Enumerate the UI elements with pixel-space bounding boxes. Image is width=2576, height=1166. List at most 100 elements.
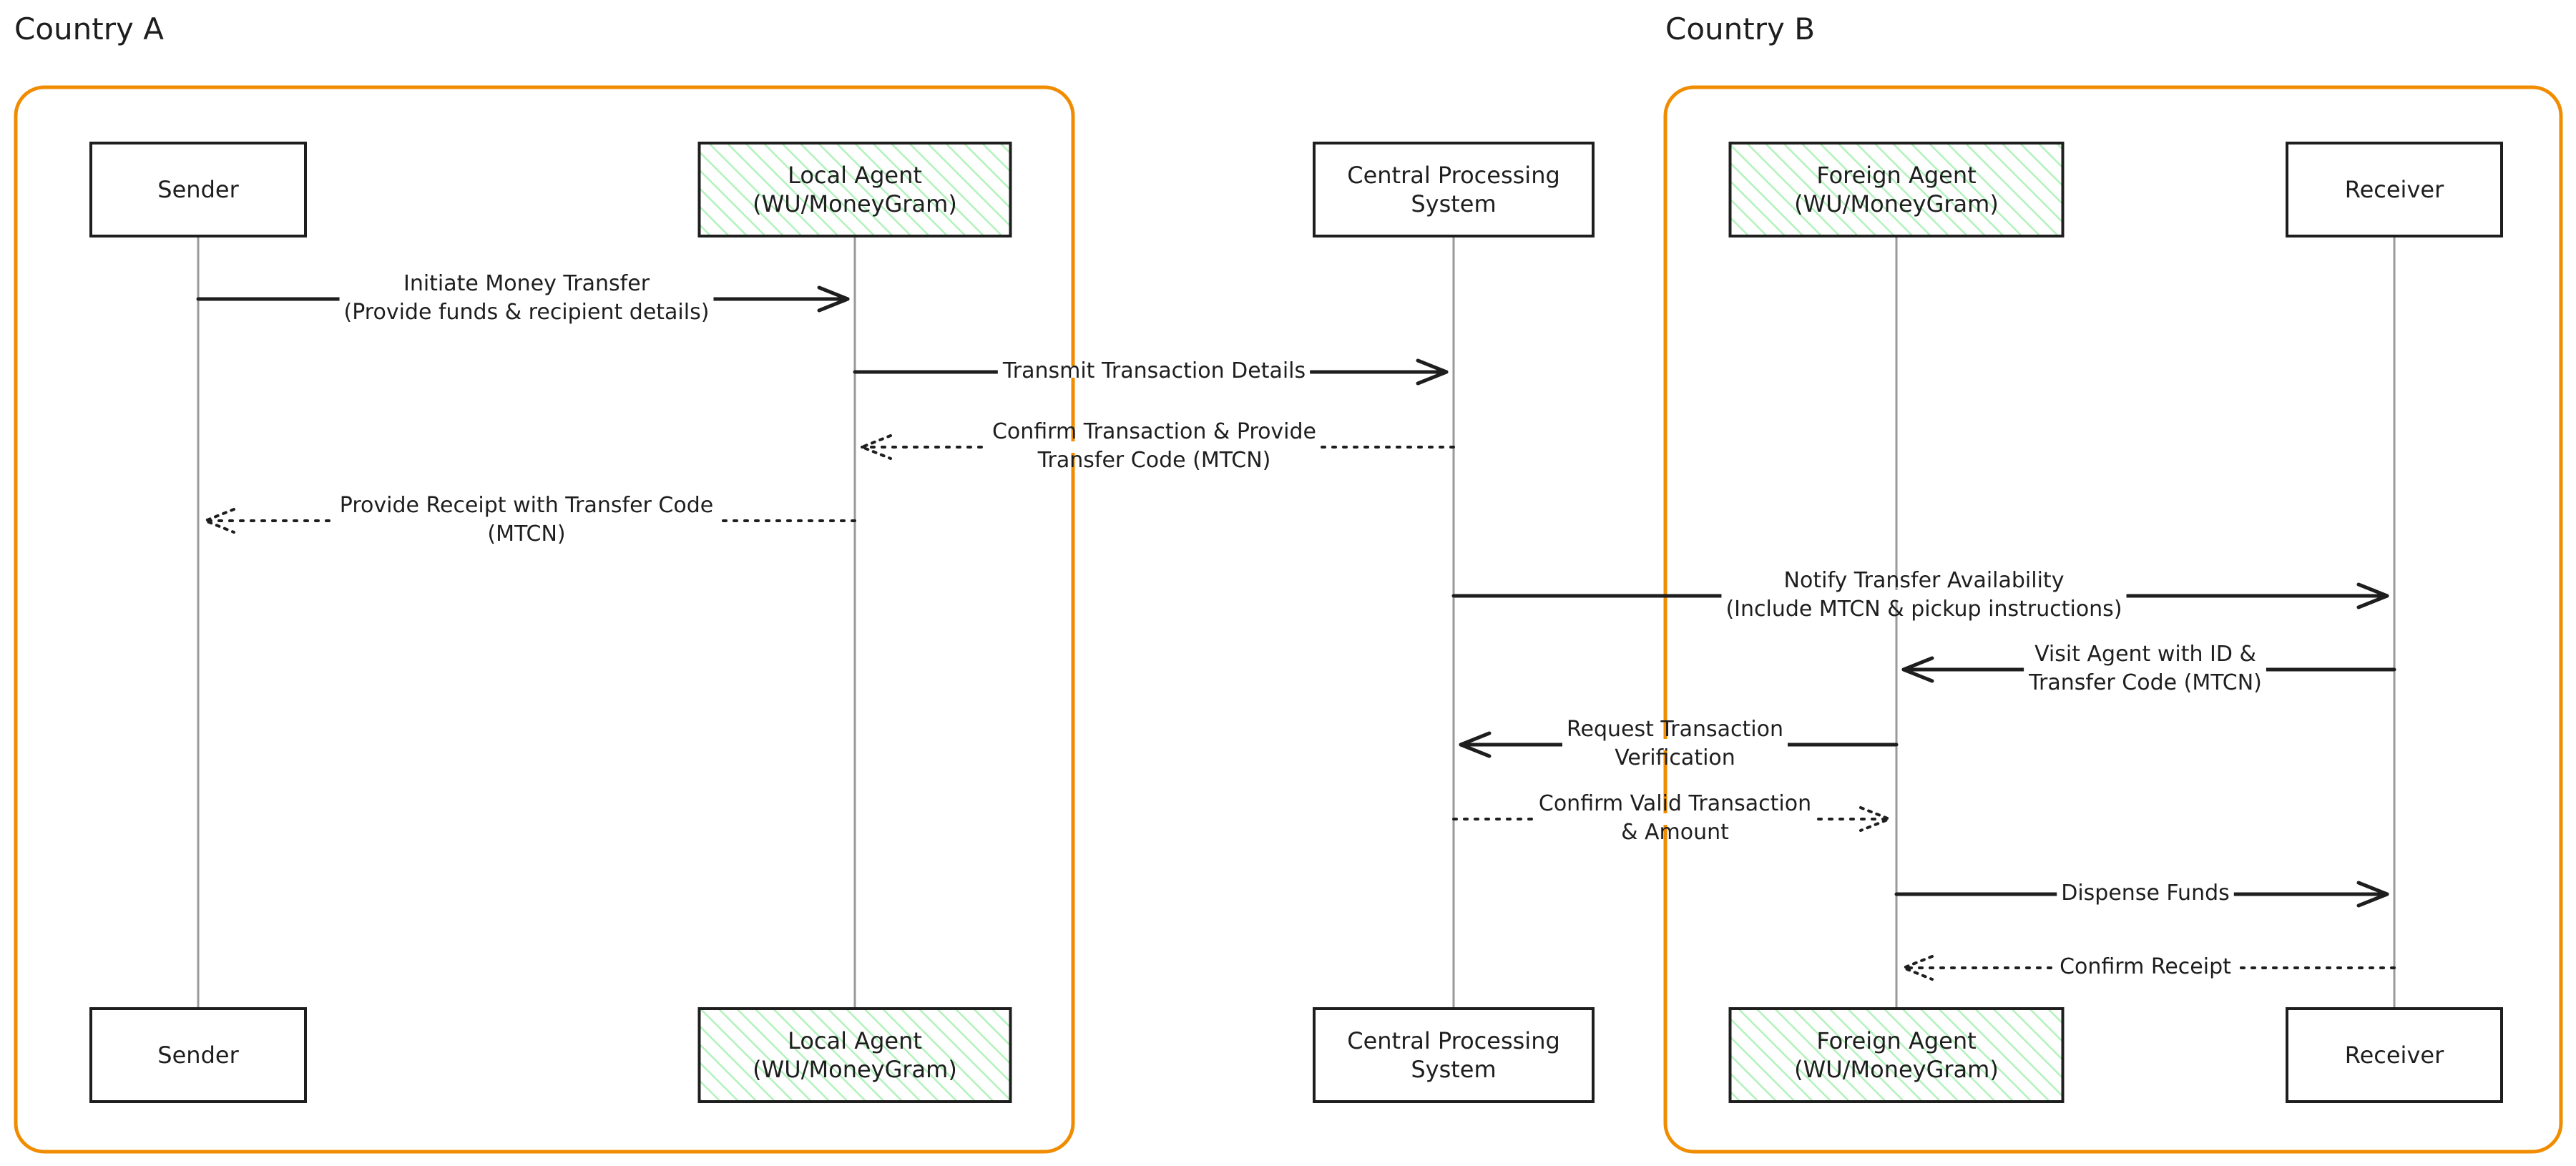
message-arrowhead [817,285,850,313]
message-arrowhead [1459,731,1492,758]
receiver-actor-label: Receiver [2345,176,2444,203]
foreign-agent-actor-label: Foreign Agent [1816,162,1976,189]
foreign-agent-actor-top: Foreign Agent(WU/MoneyGram) [1728,142,2065,237]
local-agent-actor-label: (WU/MoneyGram) [753,190,957,217]
message-label-line: (Provide funds & recipient details) [344,300,710,325]
message-1: Initiate Money Transfer (Provide funds & … [196,271,850,325]
message-label-backing [1562,739,1788,750]
message-arrowhead [1416,358,1449,386]
message-9: Dispense Funds [1894,881,2389,908]
country-a-region-label: Country A [14,11,164,46]
message-label: Initiate Money Transfer (Provide funds & … [339,271,714,325]
sender-actor-box [89,1007,307,1103]
message-arrowhead [2356,881,2389,908]
message-label-backing [335,515,718,526]
message-arrowhead [861,434,892,460]
message-label: Confirm Valid Transaction & Amount [1534,791,1816,845]
message-label-backing [2055,962,2236,974]
message-arrowhead [2356,582,2389,609]
message-label: Notify Transfer Availability (Include MTC… [1721,568,2127,622]
foreign-agent-actor-label: Foreign Agent [1816,1027,1976,1054]
receiver-actor-box [2286,142,2503,237]
message-4: Provide Receipt with Transfer Code (MTCN) [204,493,856,547]
message-label-line: (MTCN) [487,521,565,547]
message-label-line: Provide Receipt with Transfer Code [340,493,713,518]
country-b-region-label: Country B [1665,11,1815,46]
foreign-agent-actor-box [1728,142,2065,237]
sender-actor-top: Sender [89,142,307,237]
message-label: Dispense Funds [2057,881,2234,906]
local-agent-actor-box [697,142,1012,237]
central-actor-box [1313,1007,1595,1103]
country-a-region-frame [14,85,1075,1154]
message-label-line: Notify Transfer Availability [1784,568,2065,593]
local-agent-actor-label: (WU/MoneyGram) [753,1056,957,1083]
message-label-line: Transfer Code (MTCN) [2028,670,2262,695]
central-actor-label: System [1411,190,1496,217]
sender-actor-label: Sender [157,1042,239,1069]
message-8: Confirm Valid Transaction & Amount [1452,791,1891,845]
message-label: Transmit Transaction Details [997,358,1311,383]
local-agent-actor-top: Local Agent(WU/MoneyGram) [697,142,1012,237]
message-label-line: Confirm Valid Transaction [1539,791,1811,816]
message-label-line: Transfer Code (MTCN) [1037,448,1271,473]
sender-actor-bottom: Sender [89,1007,307,1103]
message-label-line: Request Transaction [1567,717,1783,742]
message-6: Visit Agent with ID & Transfer Code (MTCN… [1901,642,2396,695]
message-label-backing [2024,664,2266,675]
message-label: Visit Agent with ID & Transfer Code (MTCN… [2024,642,2266,695]
message-arrowhead [204,508,235,534]
country-b-region-frame [1663,85,2563,1154]
receiver-actor-bottom: Receiver [2286,1007,2503,1103]
regions-layer: Country A Country B [14,11,2563,1154]
message-label-line: & Amount [1621,820,1729,845]
message-arrowhead [1901,656,1934,683]
foreign-agent-actor-label: (WU/MoneyGram) [1794,1056,1999,1083]
local-agent-actor-bottom: Local Agent(WU/MoneyGram) [697,1007,1012,1103]
central-actor-label: Central Processing [1347,1027,1560,1054]
message-10: Confirm Receipt [1902,954,2396,981]
message-label-line: Verification [1615,745,1735,770]
message-arrowhead [1902,955,1934,981]
message-label: Provide Receipt with Transfer Code (MTCN) [335,493,718,547]
foreign-agent-actor-bottom: Foreign Agent(WU/MoneyGram) [1728,1007,2065,1103]
sender-actor-box [89,142,307,237]
local-agent-actor-label: Local Agent [788,1027,922,1054]
message-label-backing [2057,888,2234,900]
central-actor-label: Central Processing [1347,162,1560,189]
message-label-backing [997,366,1311,378]
message-label: Confirm Receipt [2055,954,2236,979]
message-arrowhead [1859,806,1891,832]
message-2: Transmit Transaction Details [853,358,1449,386]
lifelines-layer [197,236,2396,1009]
message-label-backing [987,441,1321,453]
message-label-backing [339,293,714,305]
sender-actor-label: Sender [157,176,239,203]
local-agent-actor-label: Local Agent [788,162,922,189]
messages-layer: Initiate Money Transfer (Provide funds & … [196,271,2396,981]
message-label-backing [1534,813,1816,825]
message-label-line: Confirm Receipt [2060,954,2231,979]
message-label-line: Transmit Transaction Details [1002,358,1306,383]
foreign-agent-actor-label: (WU/MoneyGram) [1794,190,1999,217]
message-label-line: Initiate Money Transfer [403,271,650,296]
message-label-line: (Include MTCN & pickup instructions) [1725,597,2122,622]
message-label-line: Confirm Transaction & Provide [992,419,1316,444]
message-label-backing [1721,590,2127,602]
message-label-line: Visit Agent with ID & [2034,642,2256,667]
receiver-actor-label: Receiver [2345,1042,2444,1069]
local-agent-actor-box [697,1007,1012,1103]
central-actor-label: System [1411,1056,1496,1083]
message-5: Notify Transfer Availability (Include MTC… [1451,568,2389,622]
central-actor-box [1313,142,1595,237]
receiver-actor-top: Receiver [2286,142,2503,237]
receiver-actor-box [2286,1007,2503,1103]
